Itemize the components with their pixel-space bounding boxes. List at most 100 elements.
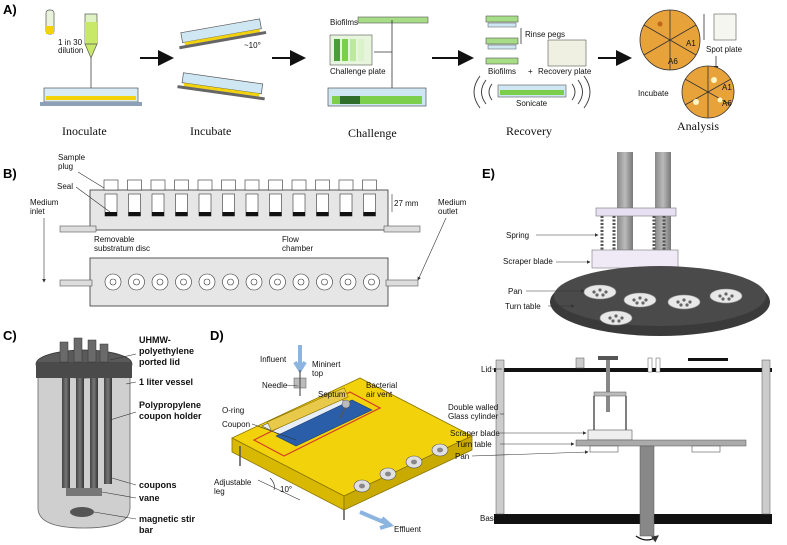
spring-left: [600, 216, 616, 252]
coupons-leader: [111, 477, 137, 486]
influent-label: Influent: [260, 355, 287, 364]
recovery-plus: +: [528, 67, 533, 76]
sample-port-inner: [203, 278, 211, 286]
flow-chamber-label-1: Flow: [282, 235, 299, 244]
effluent-arrow: [359, 510, 395, 530]
sample-port-inner: [156, 278, 164, 286]
sonic-waves-left: [473, 75, 493, 109]
sample-plug: [268, 179, 283, 191]
angle-baseline: [257, 479, 301, 501]
scraper-label: Scraper blade: [503, 257, 553, 266]
turntable-photo: [550, 152, 770, 336]
sample-port-inner: [368, 278, 375, 286]
outlet-tube-top: [385, 279, 419, 287]
incubate-illustration: ~10°: [177, 18, 267, 101]
pan: [583, 284, 617, 300]
mininert-label-1: Mininert: [312, 360, 341, 369]
substratum-disc: [128, 212, 141, 216]
sample-port-inner: [133, 278, 140, 286]
challenge-assembly-liquid: [332, 96, 422, 104]
sonicate-label: Sonicate: [516, 99, 548, 108]
vent-label-1: Bacterial: [366, 381, 397, 390]
scraper-blade-photo: [591, 249, 679, 269]
reactor-body-top: [231, 377, 473, 497]
base-label: Base: [480, 514, 499, 523]
stir-bar-label-2: bar: [139, 525, 154, 535]
step-incubate: Incubate: [190, 124, 231, 138]
spot-plate-label: Spot plate: [706, 45, 743, 54]
air-vent: [341, 399, 351, 409]
holder-leader: [109, 411, 137, 421]
incubated-divisions: [684, 66, 732, 118]
leg-label-1: Adjustable: [214, 478, 252, 487]
tilted-liquid-top: [184, 29, 260, 46]
effluent-ports: [353, 443, 449, 493]
biofilms-label: Biofilms: [330, 18, 358, 27]
pan: [623, 292, 657, 308]
challenge-wells: [334, 39, 364, 61]
rocker-bottom: [177, 85, 265, 101]
spring-right: [652, 216, 666, 252]
substratum-disc: [105, 212, 117, 216]
reservoir-liquid: [85, 22, 97, 44]
pan-hole: [595, 293, 599, 297]
pan: [599, 310, 633, 326]
lid-label-2: polyethylene: [139, 346, 194, 356]
influent-arrow: [293, 345, 307, 374]
top-plate: [267, 387, 349, 432]
pan-hole: [679, 303, 683, 307]
sample-plug: [127, 179, 142, 191]
sample-port-inner: [297, 278, 305, 286]
coupon-leader: [251, 423, 297, 441]
lid-post-2: [647, 357, 653, 373]
pan-hole: [614, 314, 618, 318]
sample-plug: [315, 179, 330, 191]
leg-label-2: leg: [214, 487, 225, 496]
sample-port-inner: [227, 278, 234, 286]
dimension-label: 27 mm: [394, 199, 419, 208]
vessel-leader: [125, 381, 137, 385]
sample-port-inner: [109, 278, 117, 286]
pan-hole: [727, 297, 731, 301]
sample-plug: [338, 179, 354, 191]
challenge-dark-wells: [340, 96, 360, 104]
lid-post-1: [575, 357, 585, 369]
sample-plug: [103, 179, 119, 191]
pan-hole: [730, 294, 734, 298]
drive-cap: [598, 356, 618, 360]
substratum-disc: [340, 212, 352, 216]
lid-label: Lid: [481, 365, 492, 374]
panel-letter-d: D): [210, 328, 224, 343]
panel-letter-e: E): [482, 166, 495, 181]
tilted-liquid-bottom: [183, 82, 260, 97]
medium-outlet-label-2: outlet: [438, 207, 458, 216]
recovery-lid: [485, 57, 519, 65]
pan: [709, 288, 743, 304]
scraper-crossbar: [593, 391, 627, 397]
coupon-label: Coupon: [222, 420, 250, 429]
sonic-waves-right: [571, 75, 591, 109]
coupons-label: coupons: [139, 480, 177, 490]
needle-leader: [285, 384, 299, 387]
step-challenge: Challenge: [348, 126, 397, 140]
lid-leader: [109, 353, 137, 361]
inlet-tube-side: [59, 225, 97, 233]
turntable-shaft: [639, 445, 655, 537]
outlet-leader: [417, 217, 447, 281]
challenge-col-1: [334, 39, 340, 61]
step-analysis: Analysis: [677, 119, 719, 133]
scraper2-label: Scraper blade: [450, 429, 500, 438]
spot-plate-divisions: [643, 10, 697, 70]
substratum-disc: [316, 212, 329, 216]
pan-hole: [592, 290, 596, 294]
angle-d-label: 10°: [280, 485, 292, 494]
medium-inlet-label-2: inlet: [30, 207, 45, 216]
challenge-plate-label: Challenge plate: [330, 67, 386, 76]
substratum-disc: [199, 212, 211, 216]
stir-bar-leader: [93, 511, 137, 520]
sample-plug: [244, 179, 260, 191]
rinse-pegs-label: Rinse pegs: [525, 30, 565, 39]
pan2-label: Pan: [455, 452, 469, 461]
sample-ports: [104, 273, 380, 291]
stir-bar-label-1: magnetic stir: [139, 514, 196, 524]
